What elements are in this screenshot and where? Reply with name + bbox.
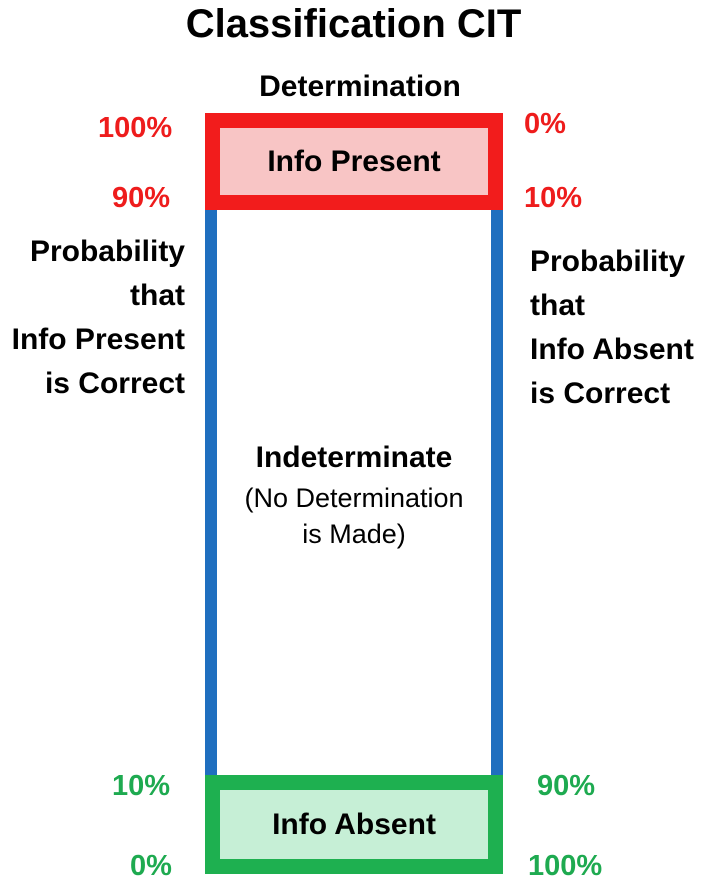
left-axis-label: Probability that Info Present is Correct [12,230,185,406]
info-present-label: Info Present [220,128,488,195]
right-tick-bottom: 100% [528,850,603,882]
indeterminate-region: Indeterminate (No Determination is Made) [220,436,488,552]
right-axis-label: Probability that Info Absent is Correct [530,240,694,416]
right-axis-label-line: Probability [530,245,686,278]
right-axis-label-line: Info Absent [530,333,694,366]
left-axis-label-line: Info Present [11,323,185,356]
determination-label: Determination [259,70,461,103]
left-tick-top: 100% [98,112,173,144]
left-tick-upper: 90% [112,182,171,214]
right-tick-upper: 10% [524,182,583,214]
right-tick-top: 0% [524,108,566,140]
indeterminate-label: Indeterminate [255,441,453,474]
left-tick-lower: 10% [112,770,171,802]
probability-column [205,113,503,873]
diagram-title: Classification CIT [185,2,522,46]
left-axis-label-line: that [130,279,185,312]
info-absent-label: Info Absent [220,790,488,859]
left-axis-label-line: is Correct [44,367,185,400]
left-tick-bottom: 0% [130,850,172,882]
indeterminate-note-line1: (No Determination [244,483,464,513]
right-tick-lower: 90% [537,770,596,802]
right-axis-label-line: is Correct [530,377,671,410]
indeterminate-note-line2: is Made) [302,519,406,549]
left-axis-label-line: Probability [29,235,185,268]
right-axis-label-line: that [530,289,585,322]
